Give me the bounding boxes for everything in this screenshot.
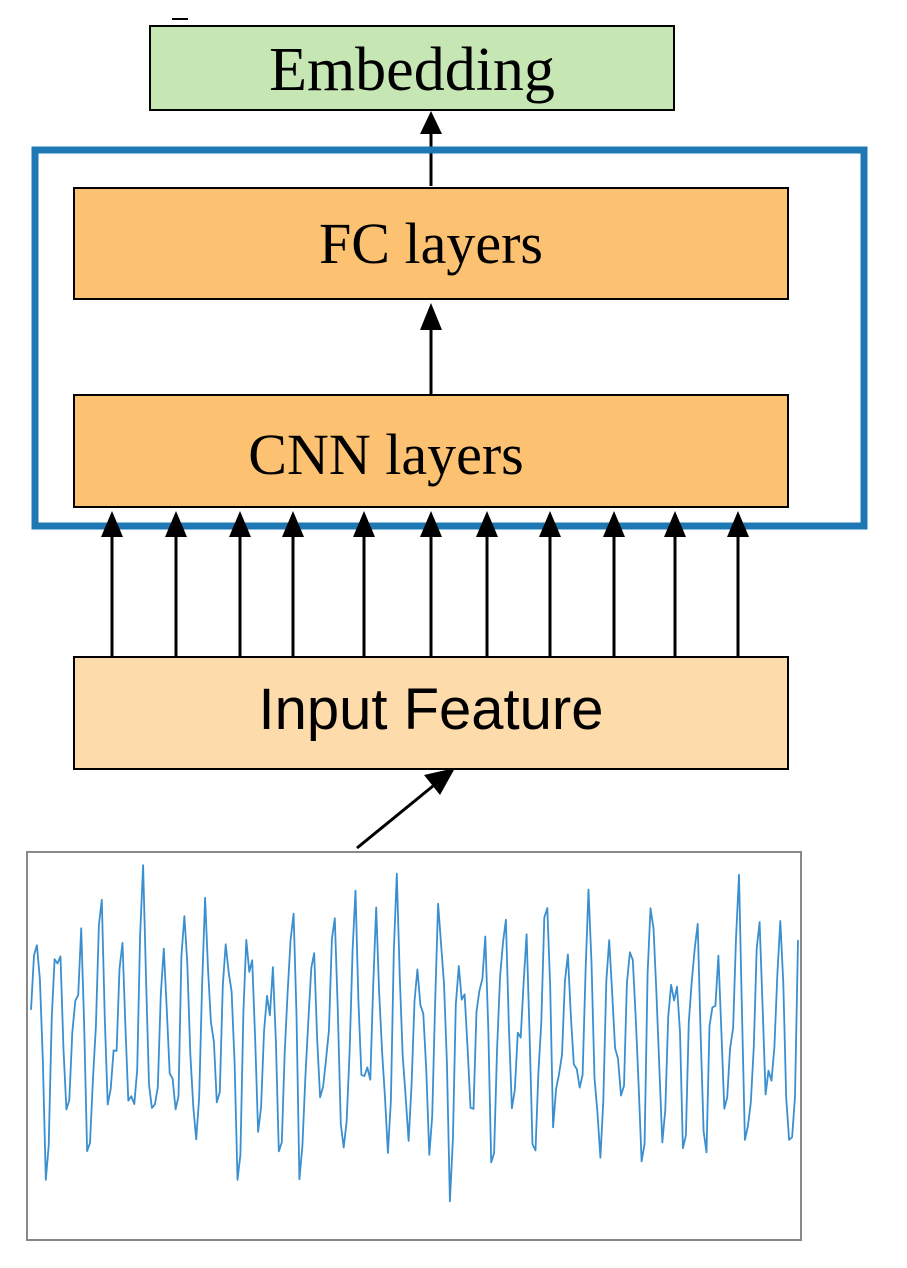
- cnn-layers-box: CNN layers: [73, 394, 789, 508]
- input-arrow-head: [603, 511, 625, 537]
- input-arrow-head: [353, 511, 375, 537]
- input-feature-label: Input Feature: [259, 677, 604, 742]
- cnn-layers-label: CNN layers: [248, 422, 523, 487]
- input-arrow-head: [727, 511, 749, 537]
- arrow-cnn-to-fc: [420, 303, 442, 394]
- arrow-to-embedding: [420, 111, 442, 186]
- embedding-box: Embedding: [149, 25, 675, 111]
- input-feature-box: Input Feature: [73, 656, 789, 770]
- input-arrow-head: [539, 511, 561, 537]
- input-arrow-head: [664, 511, 686, 537]
- input-to-cnn-arrows: [101, 511, 749, 657]
- embedding-label: Embedding: [269, 36, 555, 104]
- input-arrow-head: [420, 511, 442, 537]
- waveform-panel: [26, 851, 802, 1241]
- input-arrow-head: [282, 511, 304, 537]
- input-arrow-head: [165, 511, 187, 537]
- input-arrow-head: [101, 511, 123, 537]
- arrow-waveform-to-input: [356, 768, 455, 850]
- fc-layers-label: FC layers: [319, 211, 543, 276]
- input-arrow-head: [229, 511, 251, 537]
- waveform-signal: [30, 864, 799, 1203]
- fc-layers-box: FC layers: [73, 187, 789, 300]
- input-arrow-head: [476, 511, 498, 537]
- model-frame: [31, 146, 868, 530]
